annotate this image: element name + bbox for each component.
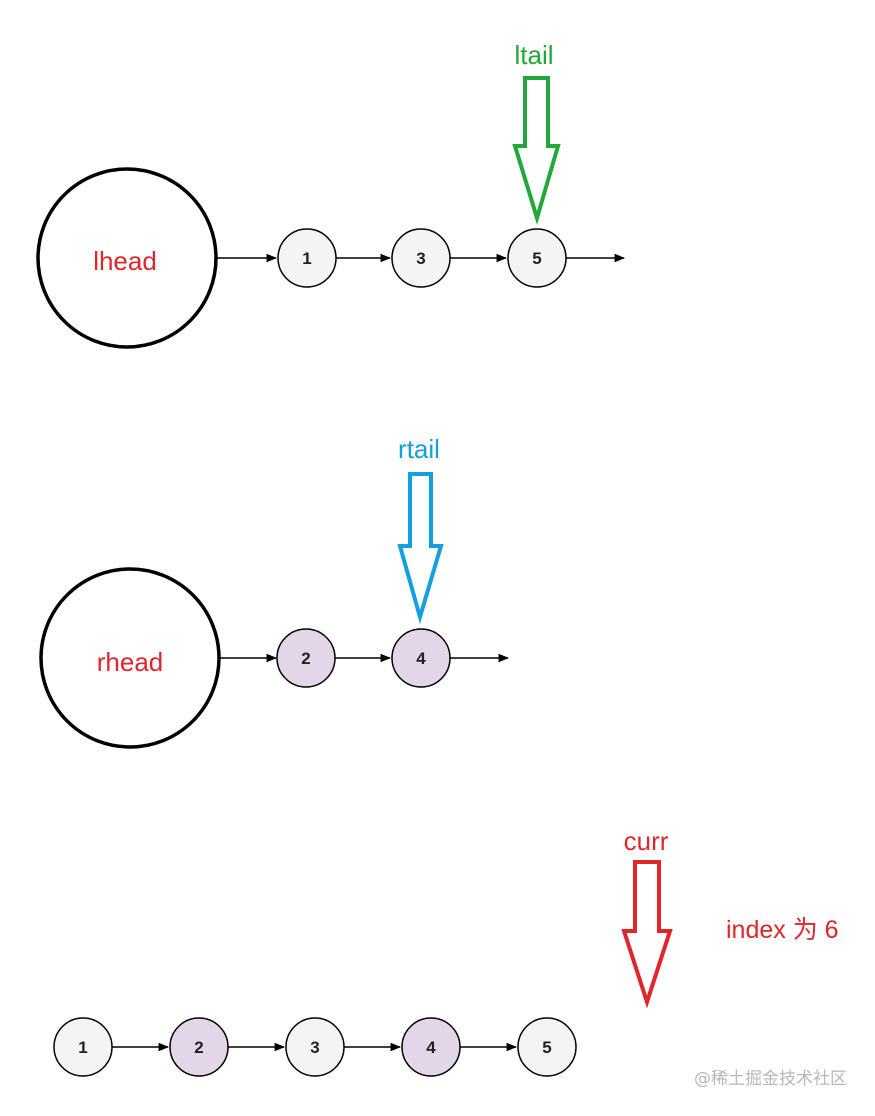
- rtail-down-arrow-icon: [397, 472, 444, 625]
- list-node: 3: [285, 1017, 345, 1077]
- list-node: 4: [391, 628, 451, 688]
- list-node: 5: [517, 1017, 577, 1077]
- list-node: 2: [276, 628, 336, 688]
- svg-text:1: 1: [302, 249, 311, 268]
- list-node: 3: [391, 228, 451, 288]
- svg-text:5: 5: [542, 1038, 551, 1057]
- watermark: @稀土掘金技术社区: [694, 1069, 847, 1089]
- svg-text:4: 4: [416, 649, 426, 668]
- rtail-label: rtail: [398, 434, 440, 464]
- svg-text:1: 1: [78, 1038, 87, 1057]
- svg-text:3: 3: [310, 1038, 319, 1057]
- curr-down-arrow-icon: [621, 860, 673, 1009]
- ltail-label: ltail: [514, 40, 553, 70]
- list-node: 5: [507, 228, 567, 288]
- list-node: 2: [169, 1017, 229, 1077]
- list-node: 4: [401, 1017, 461, 1077]
- svg-text:4: 4: [426, 1038, 436, 1057]
- svg-text:3: 3: [416, 249, 425, 268]
- svg-text:2: 2: [301, 649, 310, 668]
- left-list: lhead 1 3 5 ltail: [36, 40, 626, 349]
- svg-text:2: 2: [194, 1038, 203, 1057]
- right-list: rhead 2 4 rtail: [39, 434, 510, 749]
- curr-label: curr: [624, 826, 669, 856]
- rhead-label: rhead: [97, 647, 164, 677]
- ltail-down-arrow-icon: [512, 76, 561, 225]
- svg-text:5: 5: [532, 249, 541, 268]
- lhead-label: lhead: [93, 246, 157, 276]
- original-list: 1 2 3 4 5 curr index 为 6: [53, 826, 839, 1077]
- list-node: 1: [277, 228, 337, 288]
- list-node: 1: [53, 1017, 113, 1077]
- index-note: index 为 6: [726, 916, 839, 944]
